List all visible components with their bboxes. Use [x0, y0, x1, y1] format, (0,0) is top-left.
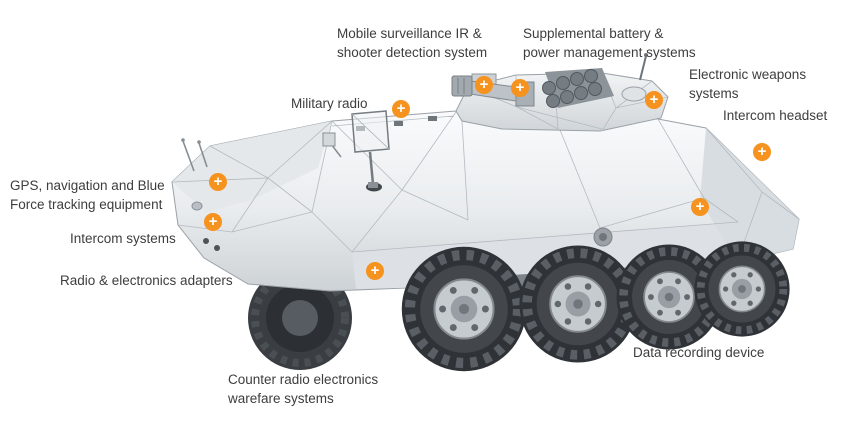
marker-plus-icon-data-recording[interactable]: +: [691, 198, 709, 216]
marker-plus-icon-supplemental-battery[interactable]: +: [511, 79, 529, 97]
marker-plus-icon-intercom-headset[interactable]: +: [753, 143, 771, 161]
marker-plus-icon-gps-navigation[interactable]: +: [209, 173, 227, 191]
marker-plus-icon-intercom-systems[interactable]: +: [204, 213, 222, 231]
callout-label-mobile-surveillance: Mobile surveillance IR & shooter detecti…: [337, 26, 488, 60]
marker-plus-icon-radio-adapters[interactable]: +: [366, 262, 384, 280]
callout-label-supplemental-battery: Supplemental battery & power management …: [523, 26, 696, 60]
marker-plus-icon-mobile-surveillance[interactable]: +: [475, 76, 493, 94]
callout-label-electronic-weapons: Electronic weapons systems: [689, 67, 807, 101]
callout-label-intercom-systems: Intercom systems: [70, 231, 176, 246]
callout-label-gps-navigation: GPS, navigation and Blue Force tracking …: [10, 178, 165, 212]
marker-plus-icon-military-radio[interactable]: +: [392, 100, 410, 118]
wheel-4: [694, 241, 789, 336]
marker-plus-icon-electronic-weapons[interactable]: +: [645, 91, 663, 109]
callout-label-intercom-headset: Intercom headset: [723, 108, 828, 123]
callout-label-data-recording: Data recording device: [633, 345, 765, 360]
callout-label-military-radio: Military radio: [291, 96, 368, 111]
radio-antenna: [351, 110, 390, 188]
callout-label-radio-adapters: Radio & electronics adapters: [60, 273, 233, 288]
wheel-1: [402, 247, 526, 371]
callout-label-counter-radio: Counter radio electronics warefare syste…: [228, 372, 379, 406]
